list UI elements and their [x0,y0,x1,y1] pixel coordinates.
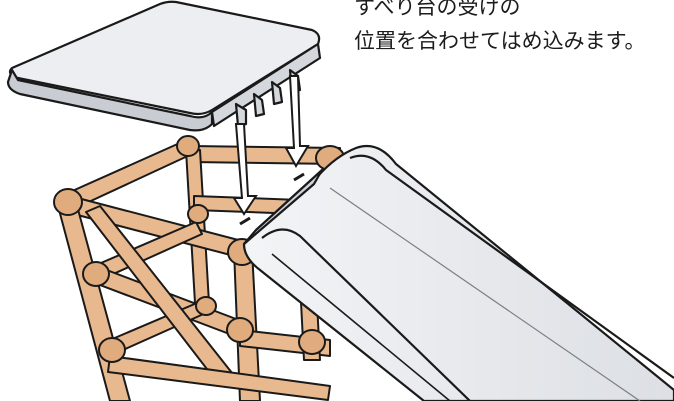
top-deck-panel [6,0,322,132]
deck-hook [252,92,266,118]
caption-line-1: すべり台の受けの [354,0,521,19]
down-arrow-icon [232,123,258,216]
frame-bar-left-top [69,141,193,207]
frame-joint [53,188,83,216]
frame-joint [298,329,326,355]
caption-line-2: 位置を合わせてはめ込みます。 [354,29,646,53]
frame-joint [187,204,209,224]
slide-slot [293,172,305,182]
instruction-caption: すべり台の受けの 位置を合わせてはめ込みます。 [354,0,645,58]
frame-bar-front-low [107,355,331,401]
frame-joint [98,337,126,363]
frame-joint [82,261,110,287]
deck-hook [270,80,284,106]
climbing-frame [53,135,345,401]
frame-joint [226,317,254,343]
down-arrow-icon [284,75,310,168]
frame-joint [176,135,200,157]
slide [239,144,674,401]
frame-joint [195,296,217,316]
slide-slot [239,216,251,226]
deck-hook [234,102,248,128]
